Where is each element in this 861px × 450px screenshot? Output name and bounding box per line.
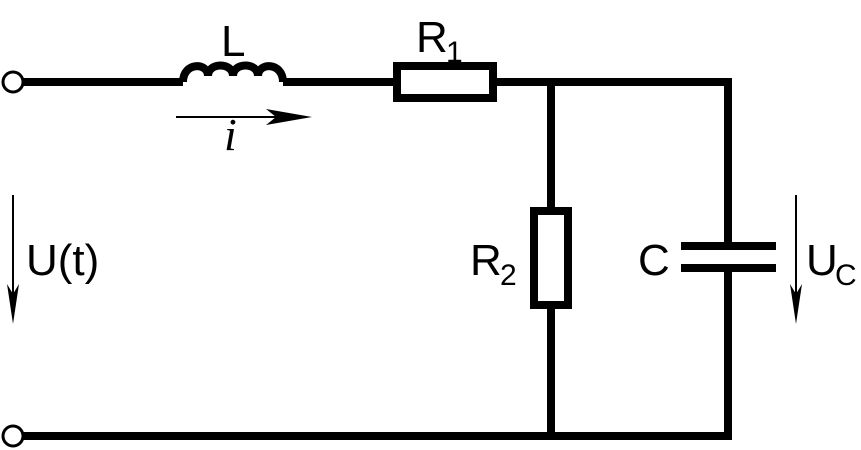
cap-voltage-label: U: [806, 236, 838, 285]
resistor-r1: [393, 62, 497, 102]
capacitor-label: C: [638, 236, 670, 285]
inductor-label: L: [221, 17, 245, 66]
inductor-coil: [179, 61, 287, 83]
input-voltage-label: U(t): [26, 236, 99, 285]
resistor-r2: [530, 207, 572, 309]
terminal-bottom: [1, 424, 25, 448]
resistor2-subscript: 2: [500, 259, 517, 292]
input-voltage-arrow-head: [7, 284, 19, 324]
terminal-top: [1, 70, 25, 94]
current-label: i: [224, 109, 237, 160]
cap-voltage-arrow-head: [790, 284, 802, 324]
cap-voltage-subscript: C: [835, 259, 857, 292]
resistor2-label: R: [470, 236, 502, 285]
resistor1-subscript: 1: [446, 36, 463, 69]
resistor1-label: R: [416, 13, 448, 62]
current-arrow-head: [266, 109, 312, 125]
